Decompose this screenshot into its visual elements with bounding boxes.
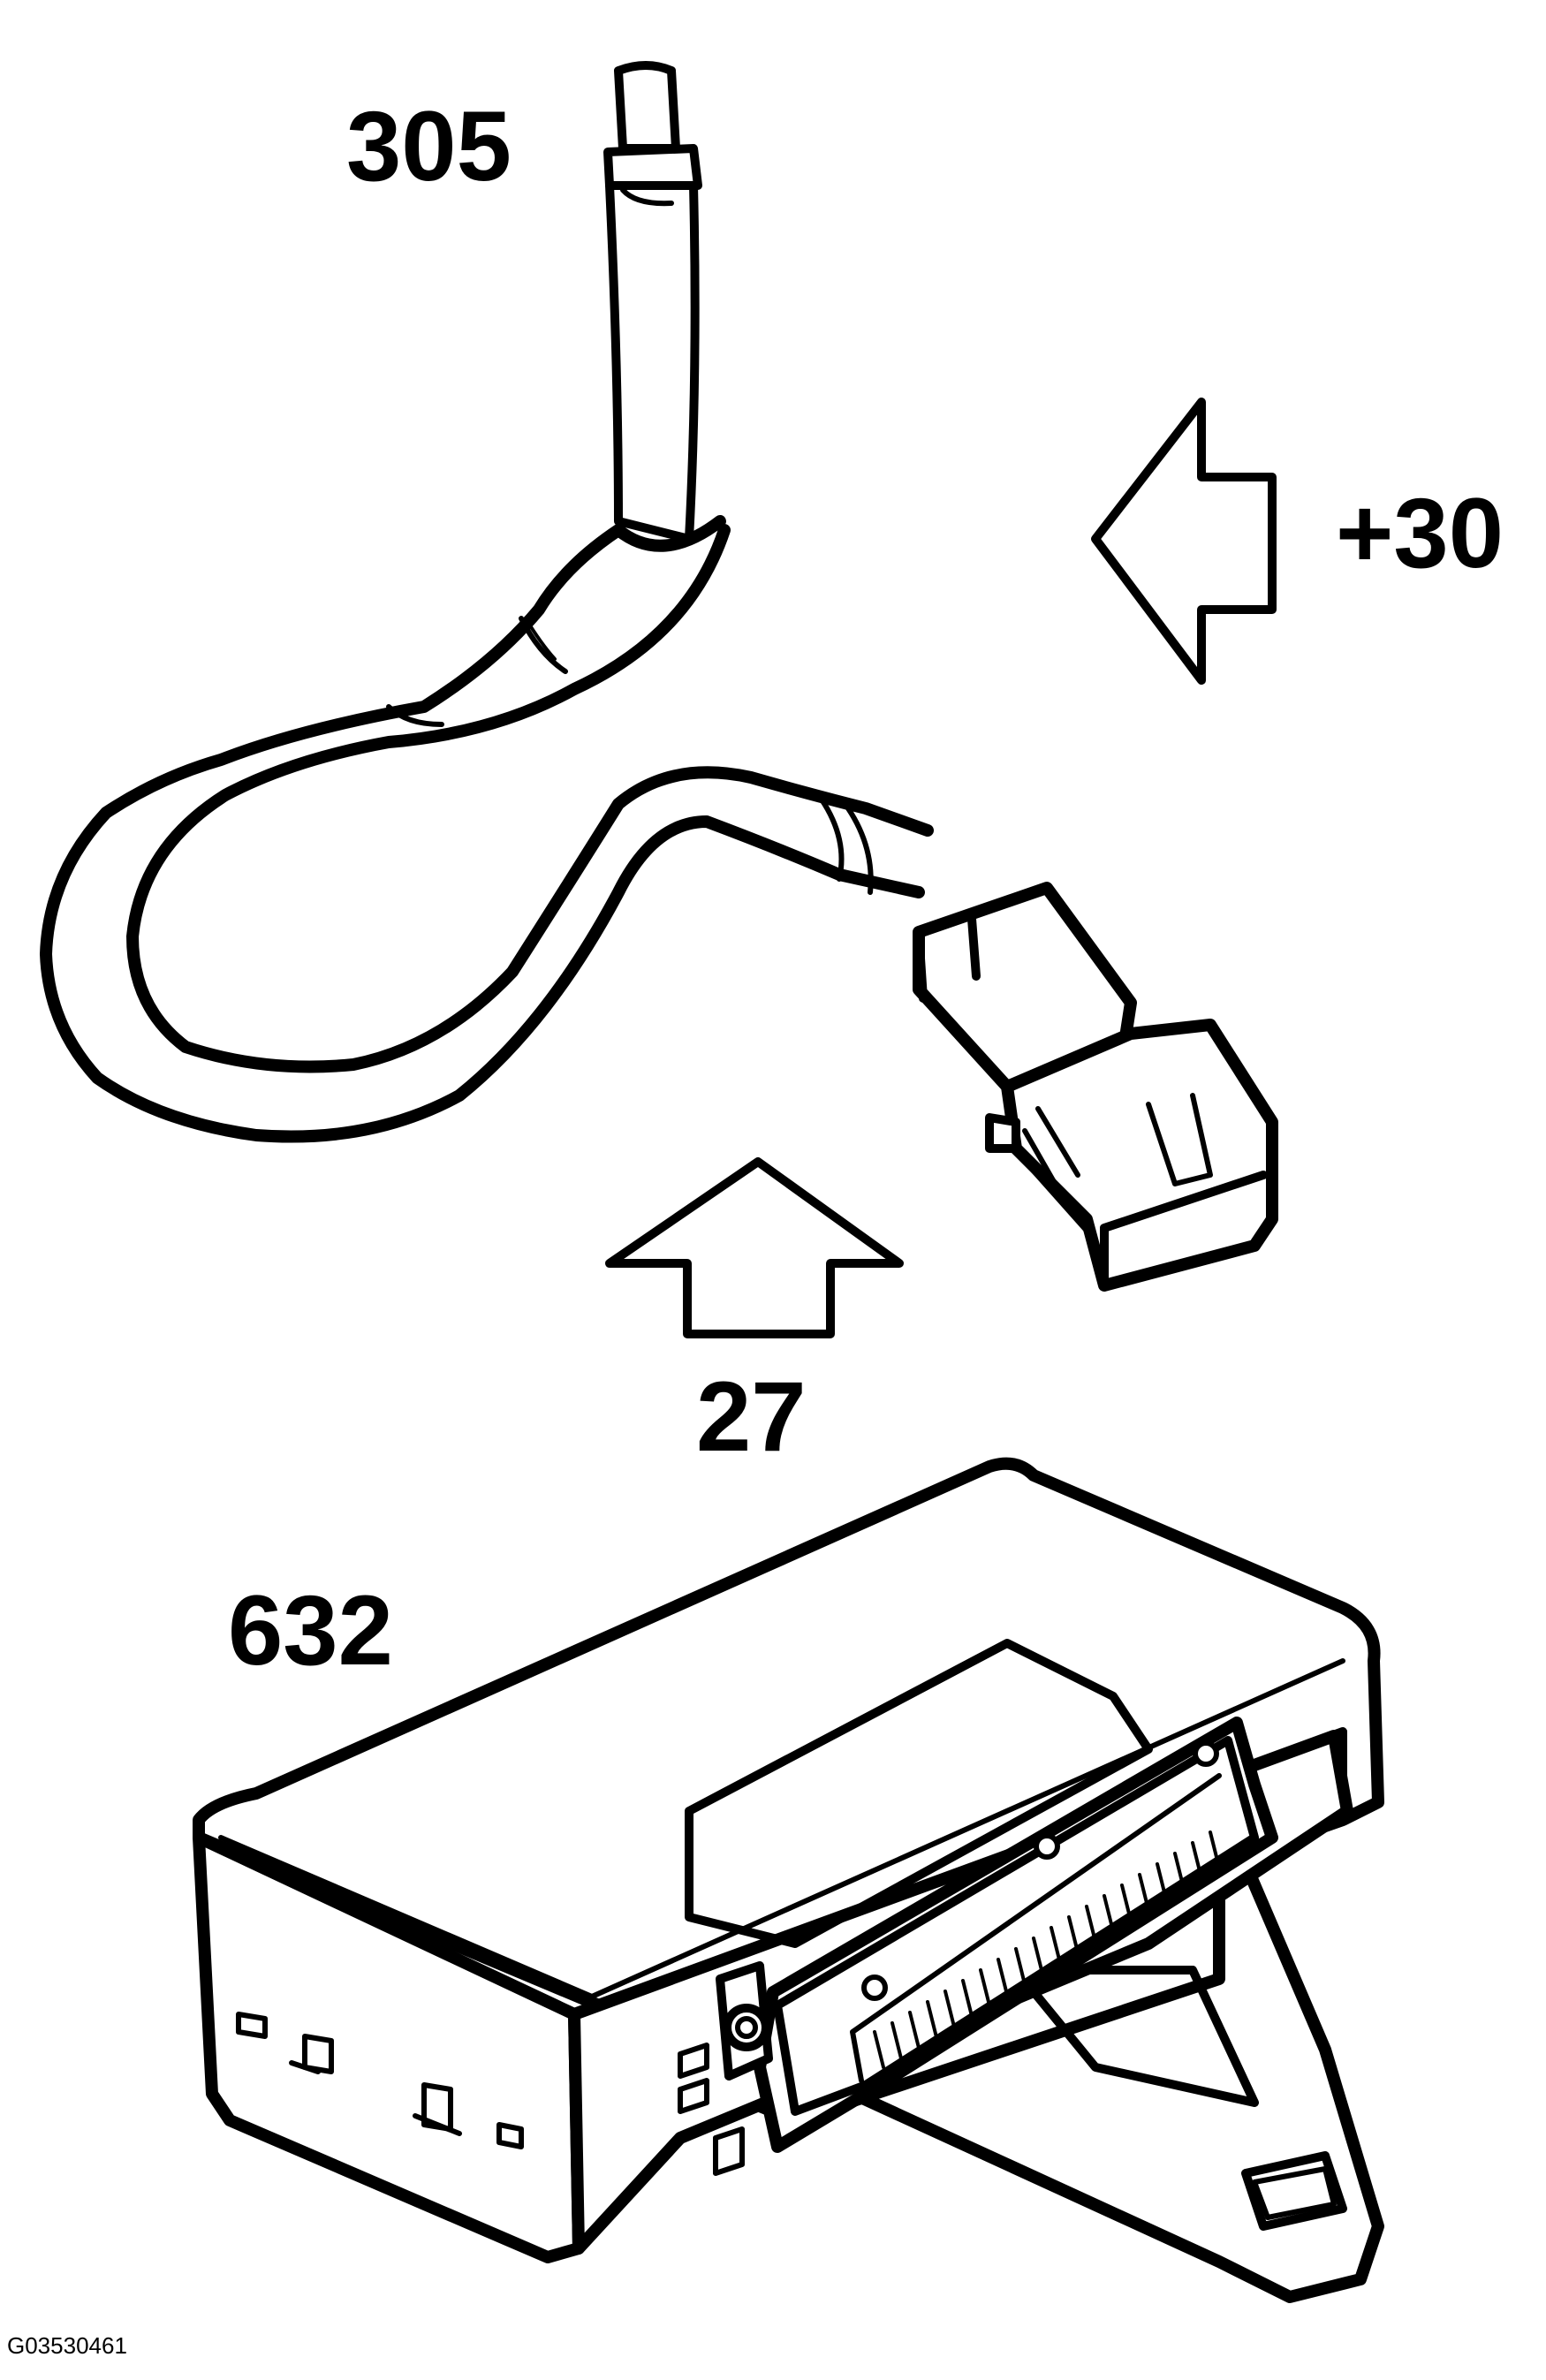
callout-sensor: 305 bbox=[346, 91, 512, 201]
figure-id: G03530461 bbox=[7, 2332, 127, 2359]
callout-arrow-side: +30 bbox=[1336, 478, 1504, 588]
direction-arrow-left bbox=[1091, 398, 1277, 685]
callout-arrow-up: 27 bbox=[696, 1361, 807, 1472]
sensor-cable bbox=[40, 515, 934, 1143]
direction-arrow-up bbox=[605, 1157, 904, 1338]
callout-control-module: 632 bbox=[228, 1575, 393, 1686]
connector-pins bbox=[873, 1830, 1221, 2069]
control-module bbox=[193, 1457, 1384, 2303]
temperature-sensor-probe bbox=[603, 61, 702, 543]
harness-connector bbox=[913, 882, 1278, 1292]
